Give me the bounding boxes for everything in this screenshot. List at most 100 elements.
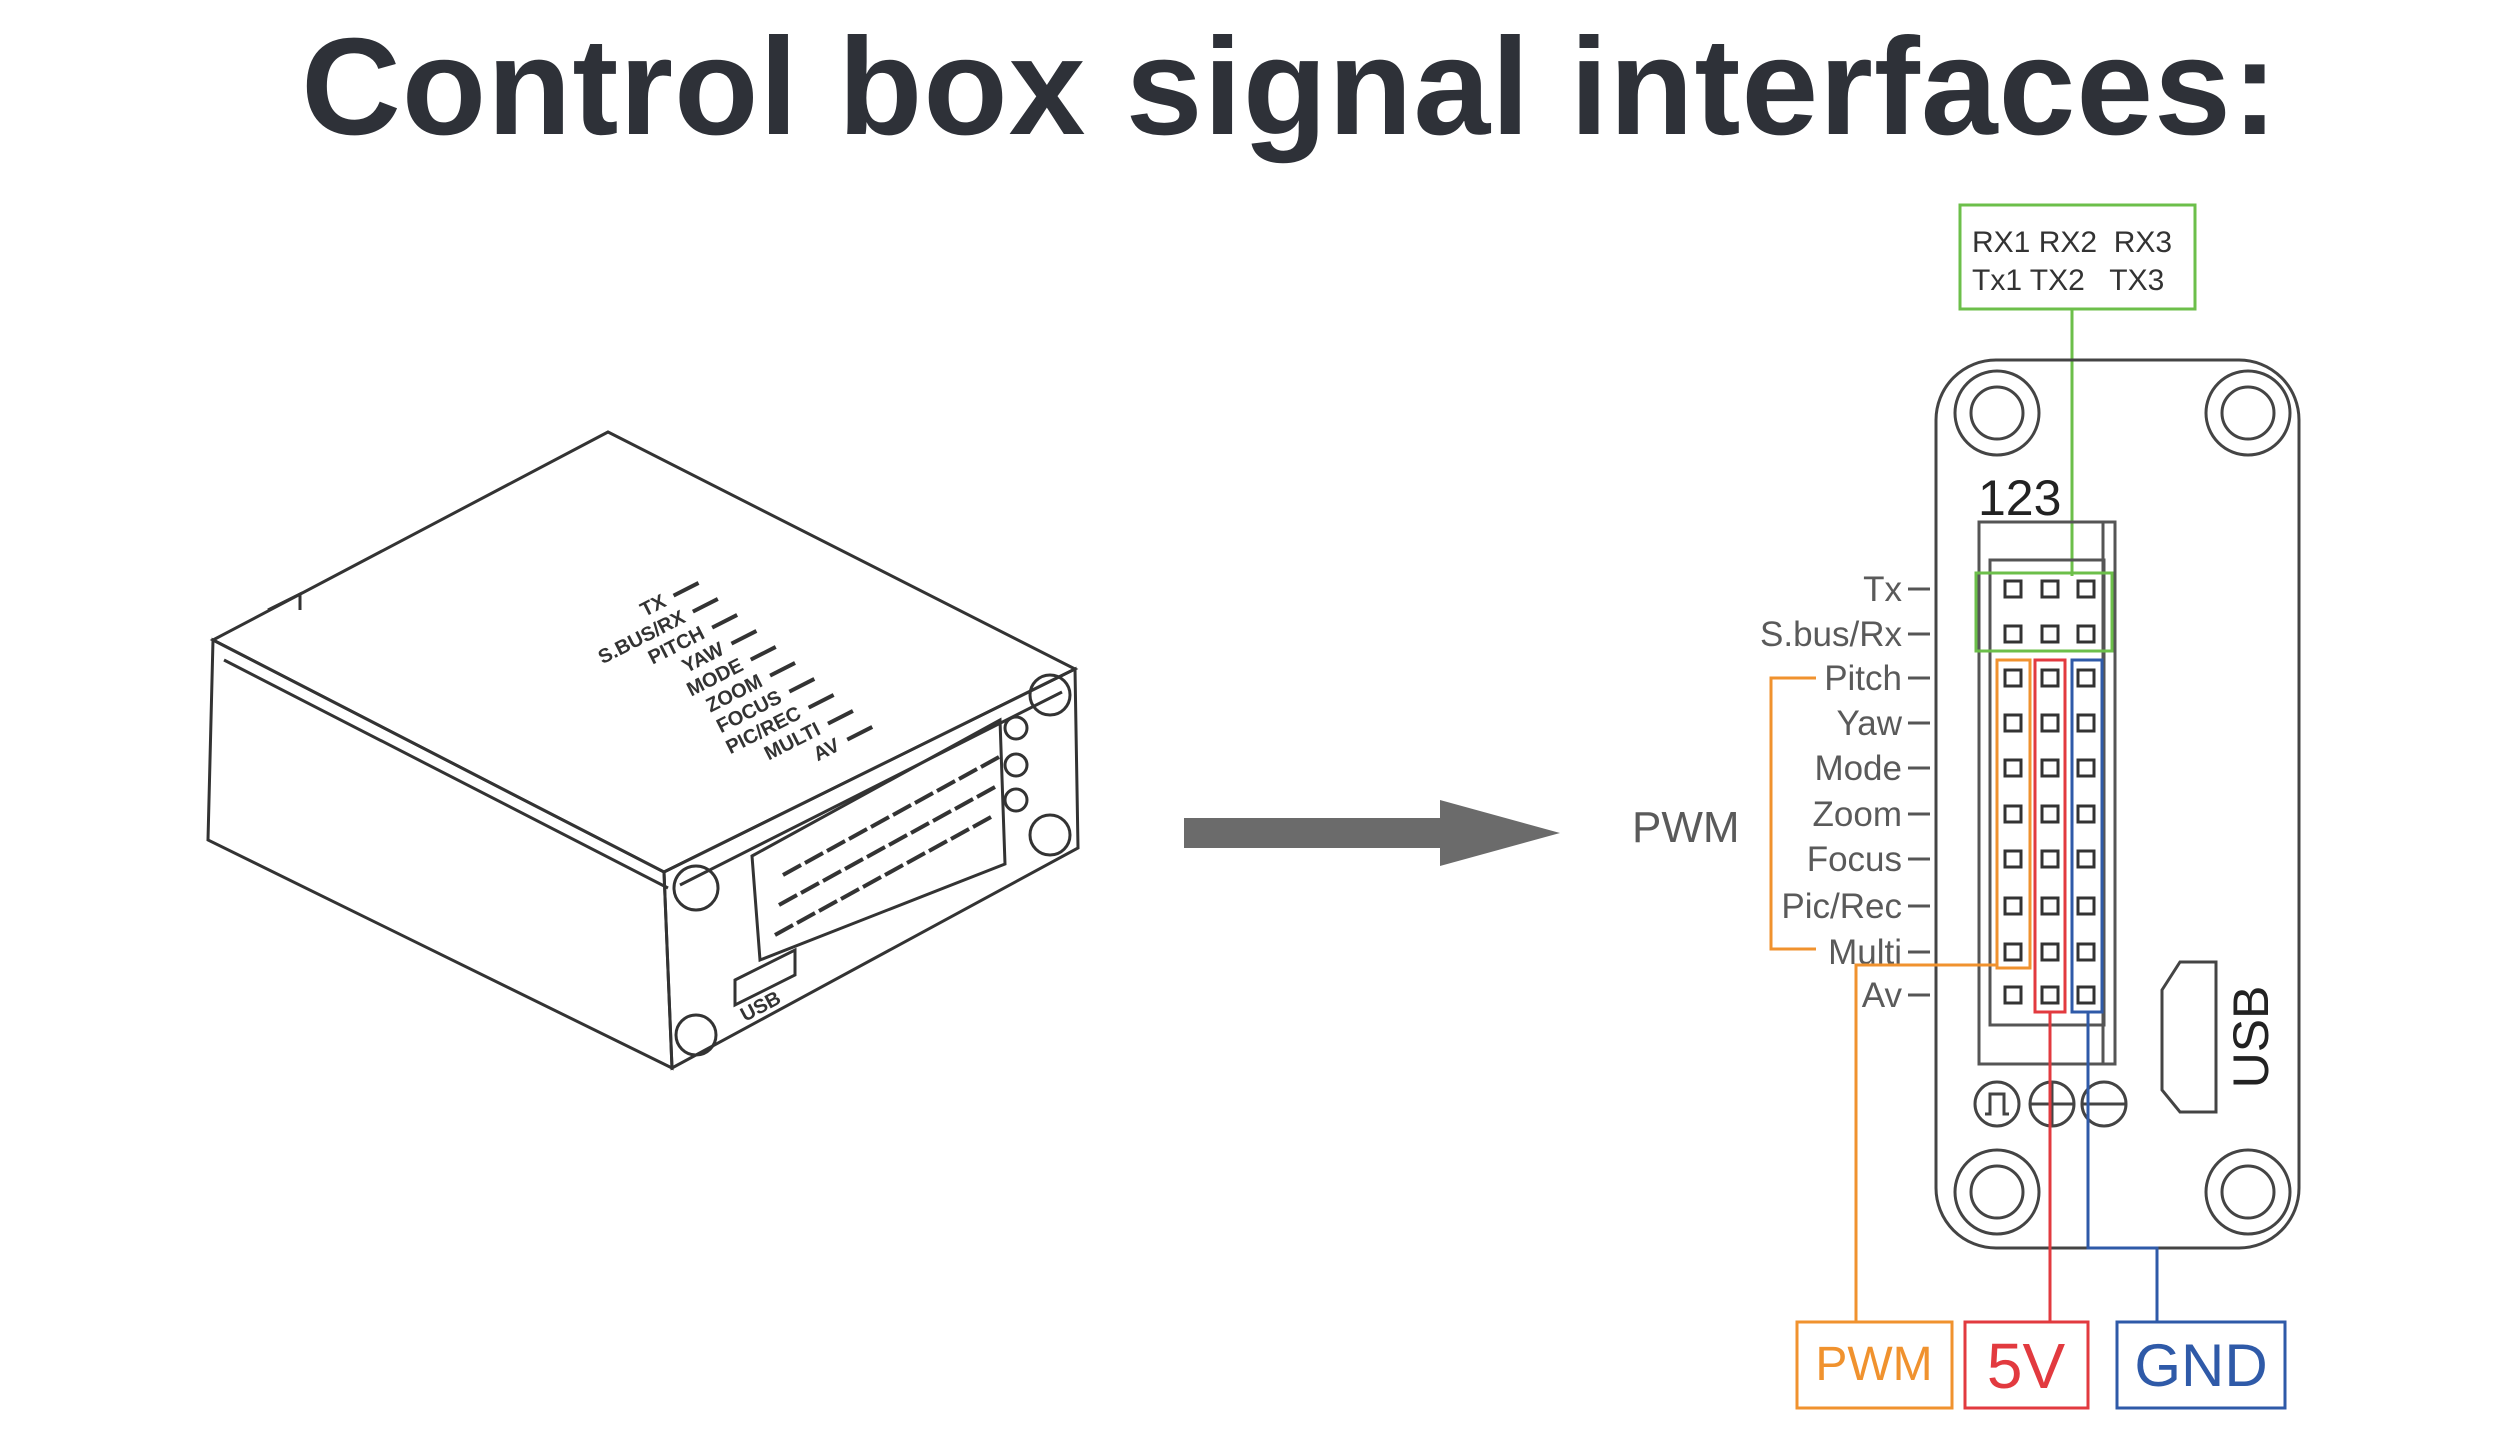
device-pin [932, 809, 952, 823]
pwm-group-label: PWM [1632, 803, 1740, 852]
pin-label: Yaw [1837, 704, 1903, 743]
ground-output-box [2115, 1320, 2287, 1410]
pin-labels: TxS.bus/RxPitchYawModeZoomFocusPic/RecMu… [1760, 570, 1930, 1015]
device-pin [840, 887, 860, 901]
device-pin [884, 863, 904, 877]
pin [2040, 713, 2060, 733]
usb-port [2160, 960, 2218, 1114]
pin [2040, 668, 2060, 688]
connector-inner-frame [1988, 558, 2106, 1027]
pin [2003, 849, 2023, 869]
device-pin [888, 833, 908, 847]
device-label-row: AV [810, 725, 874, 766]
device-pin [906, 851, 926, 865]
device-pin [804, 851, 824, 865]
device-pin [774, 923, 794, 937]
pin [2040, 942, 2060, 962]
device-pin [796, 911, 816, 925]
device-pins [774, 755, 1000, 937]
pin [2003, 942, 2023, 962]
pin [2076, 713, 2096, 733]
port-numbers: 123 [1978, 470, 2061, 526]
device-top-face [209, 430, 1079, 874]
arrow-icon [1184, 800, 1560, 866]
screw-hole-icon [674, 1013, 718, 1057]
device-pin [778, 893, 798, 907]
usb-label: USB [2223, 986, 2279, 1089]
pin [2040, 896, 2060, 916]
pin [2003, 624, 2023, 644]
pin [2076, 624, 2096, 644]
plus-symbol-icon [2028, 1080, 2076, 1128]
screw-hole-icon [1028, 813, 1072, 857]
device-pin [822, 869, 842, 883]
pin-grid [2003, 579, 2096, 1005]
pin-label: Mode [1814, 749, 1902, 788]
device-usb-port [733, 947, 797, 1008]
device-label-dash [788, 677, 816, 694]
pwm-pin-column [1995, 658, 2032, 970]
pin-label: Focus [1807, 840, 1902, 879]
signal-symbol-icon [1973, 1080, 2021, 1128]
device-pin [866, 845, 886, 859]
device-side-face [206, 637, 674, 1071]
pin [2003, 713, 2023, 733]
connector-frame [1977, 520, 2117, 1066]
device-pin-header [750, 717, 1007, 963]
pin [2076, 942, 2096, 962]
pin [2040, 804, 2060, 824]
pin [2003, 896, 2023, 916]
pin [2040, 849, 2060, 869]
device-pin [936, 779, 956, 793]
control-box-illustration: USB TXS.BUS/RXPITCHYAWMODEZOOMFOCUSPIC/R… [206, 430, 1080, 1071]
device-signal-symbol-icon [1003, 715, 1029, 741]
device-label-dash [749, 645, 777, 662]
device-label-dash [827, 709, 854, 726]
pin [2076, 758, 2096, 778]
pin-label: Pitch [1824, 659, 1902, 698]
device-label-printing: TXS.BUS/RXPITCHYAWMODEZOOMFOCUSPIC/RECMU… [595, 581, 874, 766]
device-pin [954, 797, 974, 811]
pin [2076, 896, 2096, 916]
pin [2003, 579, 2023, 599]
device-pin [972, 815, 992, 829]
pwm-bracket [1769, 676, 1816, 951]
pin [2076, 579, 2096, 599]
mounting-holes [1953, 369, 2292, 1236]
pin [2003, 758, 2023, 778]
pin-label: Zoom [1813, 795, 1902, 834]
device-pin [862, 875, 882, 889]
pin [2076, 849, 2096, 869]
device-pin [910, 821, 930, 835]
device-pin [980, 755, 1000, 769]
device-pin [826, 839, 846, 853]
device-pin [928, 839, 948, 853]
device-label-dash [730, 629, 758, 646]
device-lid-notch [267, 591, 302, 612]
device-plus-symbol-icon [1003, 752, 1029, 778]
page-title: Control box signal interfaces: [301, 10, 2279, 164]
pin-label: Pic/Rec [1781, 887, 1902, 926]
uart-label-box [1958, 203, 2197, 311]
device-pin [844, 857, 864, 871]
device-label-dash [691, 597, 719, 614]
pwm-output-box [1795, 1320, 1954, 1410]
ground-output-label: GND [2134, 1332, 2267, 1399]
pwm-wire [1854, 963, 1997, 1322]
device-label-dash [672, 581, 700, 598]
pwm-output-label: PWM [1815, 1338, 1932, 1391]
device-pin [848, 827, 868, 841]
pin [2076, 668, 2096, 688]
uart-rx-labels: RX1 RX2 RX3 [1972, 226, 2172, 259]
device-edge-line [679, 690, 1063, 887]
pin [2076, 804, 2096, 824]
device-label-dash [807, 693, 835, 710]
device-pin [976, 785, 996, 799]
pin [2040, 624, 2060, 644]
device-edge-line [223, 658, 669, 890]
device-pin [818, 899, 838, 913]
device-pin [800, 881, 820, 895]
device-pin [782, 863, 802, 877]
pin [2003, 985, 2023, 1005]
device-pin [892, 803, 912, 817]
